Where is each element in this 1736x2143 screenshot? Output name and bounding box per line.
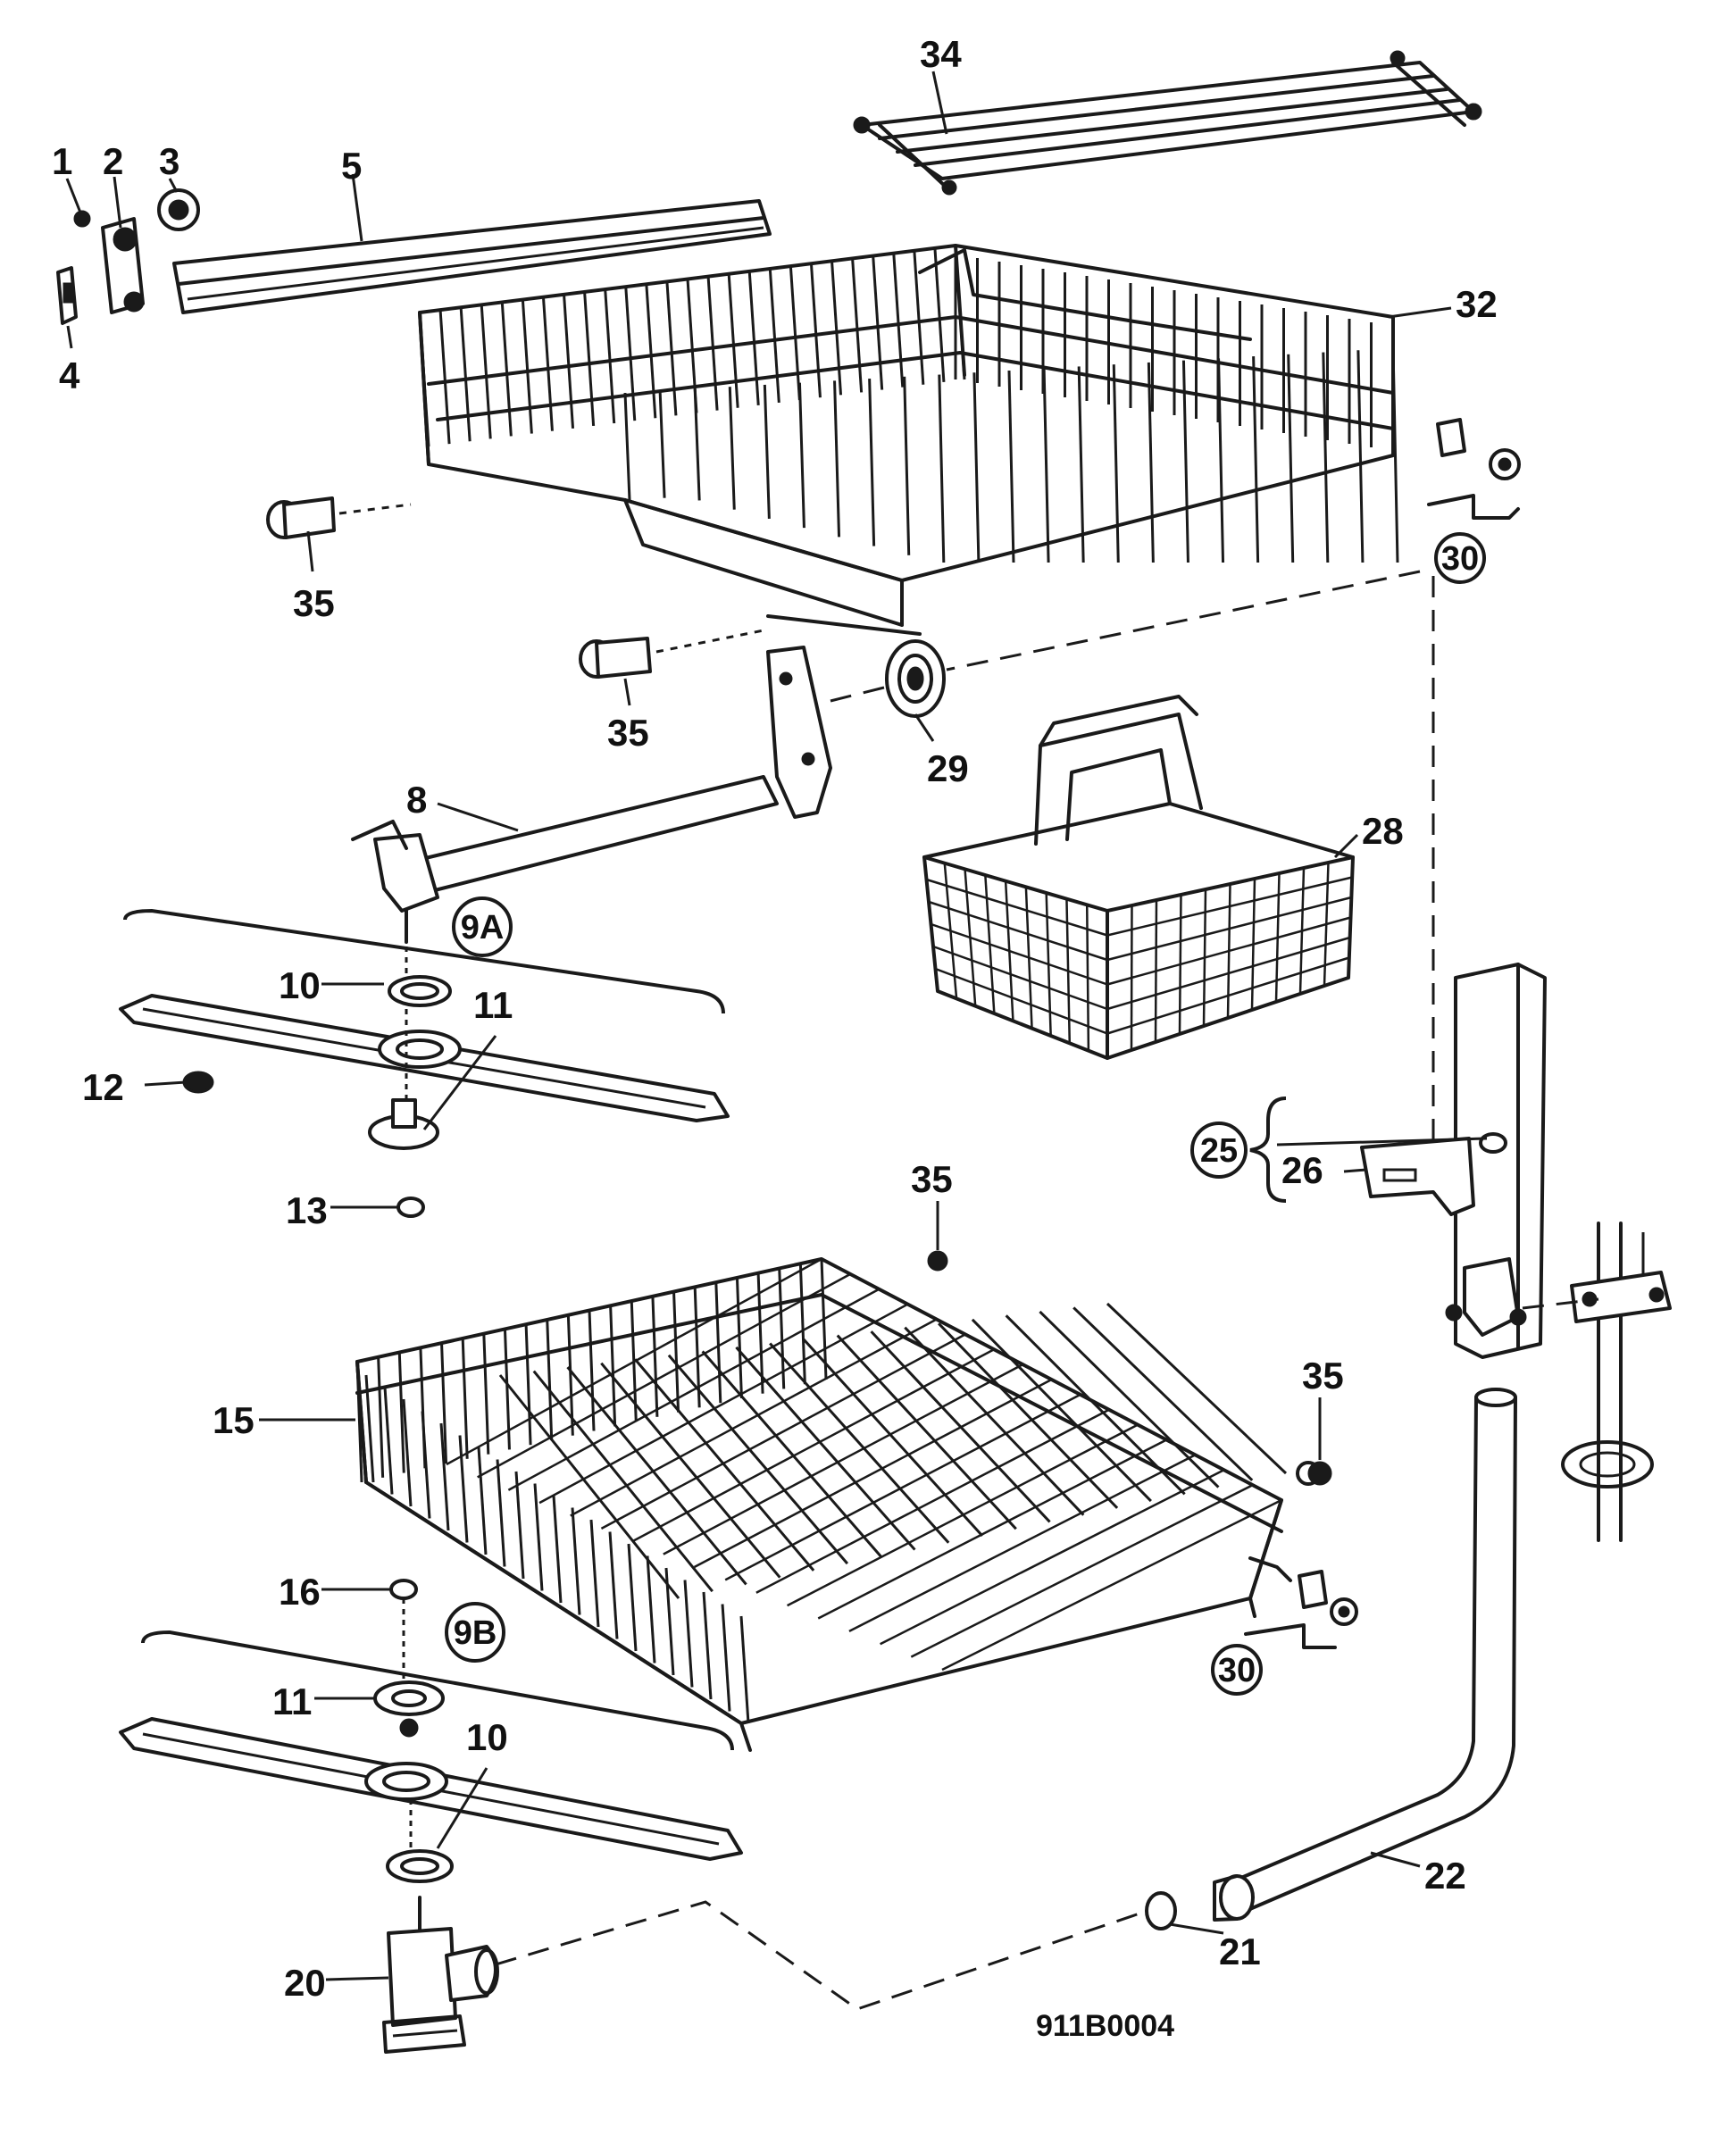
part-26-bracket [1360,1137,1475,1216]
dashed-connection-lines [495,570,1599,2011]
label-21: 21 [1219,1930,1261,1972]
part-20-inlet [382,1896,499,2054]
assembly-9a-upper-spray-arm [119,908,730,1218]
label-8: 8 [406,779,427,821]
label-11-lower: 11 [272,1680,312,1722]
drawing-code: 911B0004 [1036,2009,1174,2043]
part-35-bolt-upper-mid [579,628,769,679]
label-20: 20 [284,1962,326,2004]
callout-30-upper: 30 [1434,532,1486,584]
part-32-upper-basket [418,244,1521,636]
label-22: 22 [1424,1855,1466,1897]
part-8-feed-tube [351,646,832,944]
part-29-wheel [885,639,946,718]
callout-25: 25 [1190,1122,1248,1179]
label-3: 3 [159,140,179,182]
label-12: 12 [82,1066,124,1108]
part-22-riser-tube [1213,1388,1517,1922]
label-4: 4 [59,354,80,396]
label-leader-lines [65,71,1488,1981]
callout-9a: 9A [452,896,513,957]
callout-30-lower: 30 [1211,1644,1263,1696]
callout-9b: 9B [445,1602,505,1663]
part-15-lower-basket [355,1257,1358,1752]
part-25-brace [1249,1097,1287,1203]
label-11-upper: 11 [473,984,513,1026]
part-35-bolt-upper-left [266,496,412,539]
part-35-bolt-lower-right [1307,1461,1332,1486]
assembly-9b-lower-spray-arm [119,1579,743,1883]
label-32: 32 [1456,283,1498,325]
label-29: 29 [927,747,969,789]
label-28: 28 [1362,810,1404,852]
part-34-shelf [853,50,1482,196]
part-5-rail [172,199,772,314]
support-clamp-assembly [1561,1222,1672,1542]
label-30-lower: 30 [1218,1652,1256,1689]
part-35-bolt-lower-top [927,1250,948,1272]
part-21-seal-ring [1145,1891,1177,1930]
label-35-upper-left: 35 [293,582,335,624]
label-2: 2 [103,140,123,182]
parts-1-4-rail-stop [56,188,200,325]
label-9b: 9B [454,1614,497,1652]
label-1: 1 [52,140,72,182]
label-35-lower-top: 35 [911,1158,953,1200]
label-34: 34 [920,33,962,75]
label-35-lower-right: 35 [1302,1355,1344,1397]
label-26: 26 [1281,1149,1323,1191]
label-30-upper: 30 [1441,540,1479,578]
label-16: 16 [279,1571,321,1613]
label-35-upper-mid: 35 [607,712,649,754]
label-5: 5 [341,145,362,187]
label-9a: 9A [461,909,505,946]
label-15: 15 [213,1399,255,1441]
part-28-cutlery-basket [922,695,1355,1060]
label-13: 13 [286,1189,328,1231]
label-10-lower: 10 [466,1716,508,1758]
part-25-housing [1445,963,1547,1359]
label-10-upper: 10 [279,964,321,1006]
label-25: 25 [1200,1132,1238,1170]
